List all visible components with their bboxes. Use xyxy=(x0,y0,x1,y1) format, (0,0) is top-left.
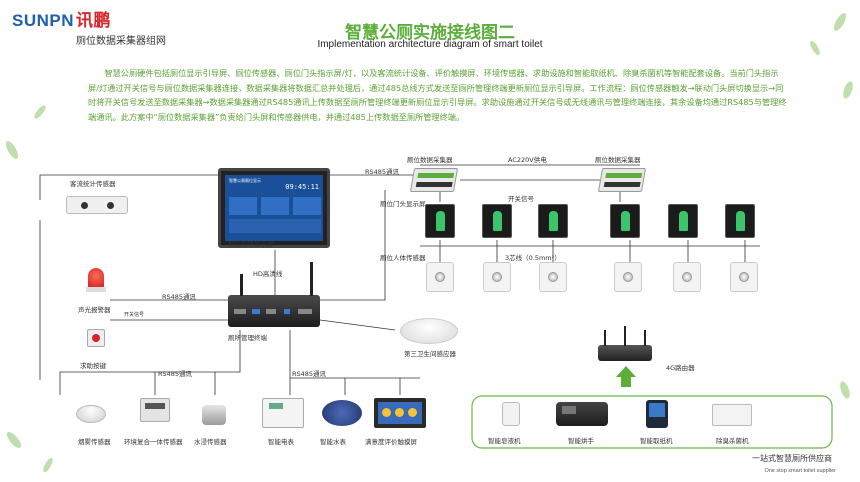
footer-cn: 一站式智慧厕所供应商 xyxy=(752,454,832,463)
env-sensor-label: 环境复合一体传感器 xyxy=(124,438,183,446)
router-antenna-icon xyxy=(624,326,626,346)
wire-bottom-left xyxy=(59,330,241,395)
leaf-decoration-left xyxy=(5,105,53,473)
door-screen-device xyxy=(610,204,640,238)
paper-dispenser-icon xyxy=(646,400,668,428)
human-sensor-device xyxy=(614,262,642,292)
router-4g-device xyxy=(598,345,652,361)
human-sensor-device xyxy=(673,262,701,292)
smoke-sensor-icon xyxy=(76,405,106,423)
page-title-en: Implementation architecture diagram of s… xyxy=(317,39,543,50)
brand-cn: 讯鹏 xyxy=(76,11,112,30)
door-screen-label: 厕位门头显示屏 xyxy=(380,200,426,208)
brand-en: SUNPN xyxy=(12,11,75,30)
paper-label: 智能取纸机 xyxy=(640,437,673,445)
person-icon xyxy=(736,211,745,231)
sensor-lens-icon xyxy=(435,272,445,282)
guide-screen-device: 智慧公厕厕位显示 09:45:11 xyxy=(218,168,330,248)
rs485-bottom-mid-label: RS485通讯 xyxy=(292,370,327,378)
deodorizer-label: 除臭杀菌机 xyxy=(716,437,749,445)
soap-dispenser-icon xyxy=(502,402,520,426)
ac-power-label: AC220V供电 xyxy=(508,156,547,164)
deodorizer-icon xyxy=(712,404,752,426)
collector-2-device xyxy=(597,168,647,192)
screen-title: 智慧公厕厕位显示 xyxy=(229,178,261,183)
water-meter-label: 智能水表 xyxy=(320,438,346,446)
person-icon xyxy=(549,211,558,231)
sensor-lens-icon xyxy=(739,272,749,282)
evaluation-screen-icon xyxy=(374,398,426,428)
hd-cable-label: HD高清线 xyxy=(253,270,283,278)
sensor-lens-icon xyxy=(623,272,633,282)
wire-hygiene xyxy=(319,319,396,331)
switch-signal-left-label: 开关信号 xyxy=(124,312,145,318)
router-label: 4G路由器 xyxy=(666,364,695,372)
evaluation-label: 满意度评价触摸屏 xyxy=(365,438,417,446)
smoke-label: 烟雾传感器 xyxy=(78,438,111,446)
footer-en: One stop smart toilet supplier xyxy=(764,468,836,474)
section-label: 厕位数据采集器组网 xyxy=(76,36,166,47)
hygiene-monitor-label: 第三卫生间感应器 xyxy=(404,350,456,358)
person-icon xyxy=(436,211,445,231)
door-screen-device xyxy=(482,204,512,238)
terminal-device xyxy=(228,295,320,327)
wire-3core-label: 3芯线（0.5mm²） xyxy=(505,254,561,262)
human-sensor-label: 厕位人体传感器 xyxy=(380,254,426,262)
human-sensor-device xyxy=(483,262,511,292)
person-icon xyxy=(621,211,630,231)
sensor-lens-icon xyxy=(682,272,692,282)
smart-device-group xyxy=(471,395,833,449)
soap-label: 智能皂液机 xyxy=(488,437,521,445)
collector-1-device xyxy=(409,168,459,192)
router-antenna-icon xyxy=(644,330,646,346)
rs485-bottom-left-label: RS485通讯 xyxy=(158,370,193,378)
wire-terminal-collector xyxy=(300,190,386,301)
power-meter-label: 智能电表 xyxy=(268,438,294,446)
sensor-lens-icon xyxy=(548,272,558,282)
terminal-antenna-icon xyxy=(240,274,243,296)
person-icon xyxy=(679,211,688,231)
help-button-icon xyxy=(87,329,105,347)
alarm-base xyxy=(86,287,106,292)
water-sensor-icon xyxy=(202,405,226,425)
leaf-decoration-right xyxy=(810,13,853,399)
screen-time: 09:45:11 xyxy=(285,183,319,191)
help-button-label: 求助按键 xyxy=(80,362,106,370)
human-sensor-device xyxy=(730,262,758,292)
alarm-label: 声光报警器 xyxy=(78,306,111,314)
env-sensor-icon xyxy=(140,398,170,422)
power-meter-icon xyxy=(262,398,304,428)
terminal-label: 厕所管理终端 xyxy=(228,334,267,342)
sensor-lens-icon xyxy=(492,272,502,282)
hand-dryer-icon xyxy=(556,402,608,426)
hand-dryer-label: 智能烘手 xyxy=(568,437,594,445)
guide-screen-label: 厕位引导显示屏 xyxy=(228,240,274,248)
page-title: 智慧公厕实施接线图二 xyxy=(345,23,515,43)
water-meter-icon xyxy=(322,400,362,426)
switch-signal-label: 开关信号 xyxy=(508,195,534,203)
water-sensor-label: 水浸传感器 xyxy=(194,438,227,446)
human-sensor-device xyxy=(426,262,454,292)
terminal-antenna-icon xyxy=(310,262,313,296)
people-counter-label: 客流统计传感器 xyxy=(70,180,116,188)
human-sensor-device xyxy=(539,262,567,292)
collector-2-label: 厕位数据采集器 xyxy=(595,156,641,164)
rs485-left-label: RS485通讯 xyxy=(162,293,197,301)
router-arrow xyxy=(616,366,636,387)
people-counter-device xyxy=(66,196,128,214)
rs485-top-label: RS485通讯 xyxy=(365,168,400,176)
door-screen-device xyxy=(725,204,755,238)
door-screen-device xyxy=(668,204,698,238)
door-screen-device xyxy=(425,204,455,238)
description-text: 智慧公厕硬件包括厕位显示引导屏、厕位传感器、厕位门头指示屏/灯，以及客流统计设备… xyxy=(88,68,787,122)
router-antenna-icon xyxy=(604,330,606,346)
alarm-icon xyxy=(88,268,104,288)
door-screen-device xyxy=(538,204,568,238)
collector-1-label: 厕位数据采集器 xyxy=(407,156,453,164)
person-icon xyxy=(493,211,502,231)
hygiene-monitor-device xyxy=(400,318,458,344)
